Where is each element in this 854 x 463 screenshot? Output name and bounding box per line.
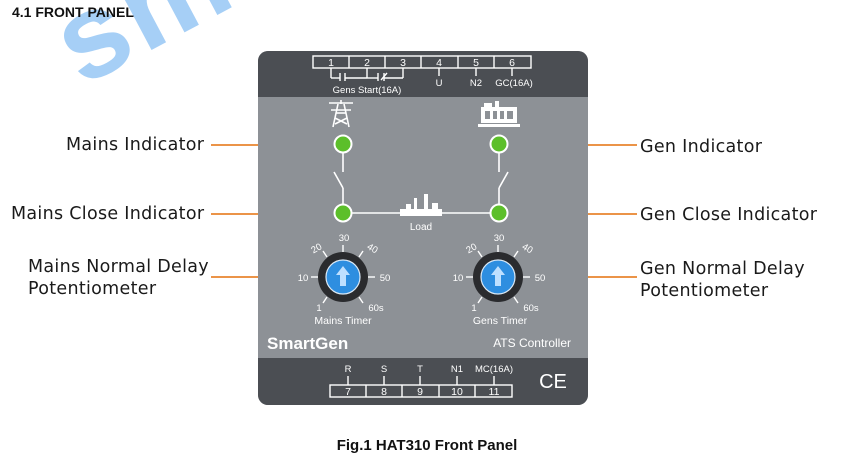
- figure-caption: Fig.1 HAT310 Front Panel: [336, 437, 518, 454]
- dial-tick-label: 60s: [368, 303, 384, 314]
- brand-logo: SmartGen: [267, 334, 348, 353]
- gen-indicator-label: Gen Indicator: [640, 137, 763, 157]
- dial-tick-label: 10: [453, 273, 464, 284]
- mains-close-indicator-label: Mains Close Indicator: [11, 204, 205, 224]
- panel-wiring: [333, 152, 509, 214]
- dial-tick-label: 50: [535, 273, 546, 284]
- gens-start-label: Gens Start(16A): [333, 85, 402, 96]
- bottom-terminal-label: T: [417, 364, 423, 375]
- dial-tick-label: 40: [520, 241, 535, 256]
- ce-mark-icon: CE: [539, 371, 567, 393]
- mains-potentiometer-line1: Mains Normal Delay: [28, 257, 209, 277]
- gen-potentiometer-line1: Gen Normal Delay: [640, 259, 805, 279]
- top-terminal-strip: [312, 55, 532, 81]
- gc-label: GC(16A): [495, 78, 532, 89]
- section-heading: 4.1 FRONT PANEL: [12, 4, 134, 20]
- generator-icon: [478, 101, 520, 127]
- u-label: U: [436, 78, 443, 89]
- dial-tick-label: 1: [316, 303, 321, 314]
- bottom-terminal-number: 7: [345, 386, 351, 398]
- bottom-terminal-number: 10: [451, 386, 463, 398]
- gen-indicator-led: [489, 134, 509, 154]
- dial-tick-label: 30: [494, 233, 505, 244]
- mains-indicator-led: [333, 134, 353, 154]
- product-name: ATS Controller: [493, 336, 571, 350]
- dial-tick-label: 1: [471, 303, 476, 314]
- bottom-terminal-band: [258, 358, 588, 405]
- top-terminal-number: 5: [473, 57, 479, 69]
- top-terminal-number: 4: [436, 57, 442, 69]
- dial-tick-label: 10: [298, 273, 309, 284]
- mains-potentiometer-label: Mains Normal Delay Potentiometer: [28, 256, 209, 300]
- gen-potentiometer-label: Gen Normal Delay Potentiometer: [640, 258, 805, 302]
- top-terminal-number: 3: [400, 57, 406, 69]
- dial-tick-label: 50: [380, 273, 391, 284]
- mains-timer-label: Mains Timer: [314, 315, 372, 327]
- bottom-terminal-number: 8: [381, 386, 387, 398]
- bottom-terminal-label: R: [345, 364, 352, 375]
- bottom-terminal-label: N1: [451, 364, 463, 375]
- mains-pylon-icon: [329, 100, 353, 128]
- load-label: Load: [410, 222, 432, 233]
- led-group: [333, 134, 509, 223]
- gens-timer-dial[interactable]: [466, 245, 530, 304]
- gen-potentiometer-line2: Potentiometer: [640, 281, 769, 301]
- bottom-terminal-label: MC(16A): [475, 364, 513, 375]
- mains-close-indicator-led: [333, 203, 353, 223]
- dial-tick-label: 20: [309, 241, 324, 256]
- mains-potentiometer-line2: Potentiometer: [28, 279, 157, 299]
- gen-close-indicator-label: Gen Close Indicator: [640, 205, 818, 225]
- bottom-terminal-number: 11: [489, 386, 500, 398]
- gens-timer-label: Gens Timer: [473, 315, 528, 327]
- dial-tick-label: 30: [339, 233, 350, 244]
- bottom-terminal-number: 9: [417, 386, 423, 398]
- top-terminal-number: 1: [328, 57, 334, 69]
- top-terminal-number: 2: [364, 57, 370, 69]
- top-terminal-band: [258, 51, 588, 97]
- n2-label: N2: [470, 78, 482, 89]
- dial-tick-label: 40: [365, 241, 380, 256]
- dial-tick-label: 60s: [523, 303, 539, 314]
- mains-timer-dial[interactable]: [311, 245, 375, 304]
- mains-indicator-label: Mains Indicator: [66, 135, 205, 155]
- load-icon: [400, 194, 442, 216]
- dial-tick-label: 20: [464, 241, 479, 256]
- bottom-terminal-strip: [329, 376, 513, 398]
- top-terminal-number: 6: [509, 57, 515, 69]
- gen-close-indicator-led: [489, 203, 509, 223]
- bottom-terminal-label: S: [381, 364, 387, 375]
